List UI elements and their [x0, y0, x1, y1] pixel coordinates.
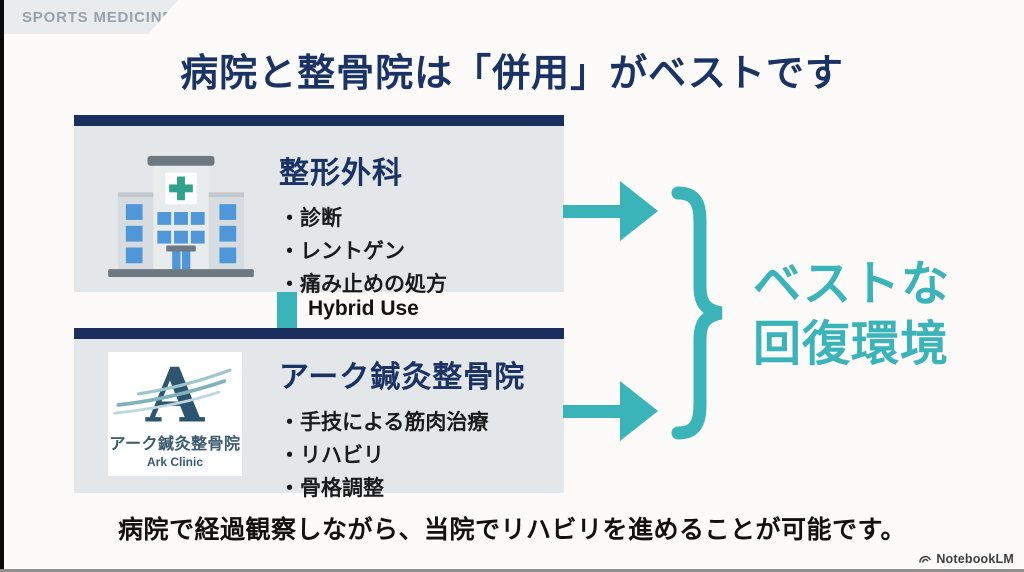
bullet-item: リハビリ: [279, 439, 556, 472]
ark-clinic-card: A アーク鍼灸整骨院 Ark Clinic アーク鍼灸整骨院 手技による筋肉治療…: [74, 328, 564, 500]
orthopedics-bullet-list: 診断 レントゲン 痛み止めの処方: [279, 202, 556, 301]
right-arrow-icon: [563, 381, 658, 441]
ark-logo-letter-icon: A: [113, 352, 232, 434]
ark-clinic-heading: アーク鍼灸整骨院: [279, 361, 526, 394]
hospital-building-icon: [108, 155, 254, 278]
card-top-accent-bar: [74, 115, 564, 126]
notebooklm-watermark: NotebookLM: [918, 550, 1014, 568]
orthopedics-card: 整形外科 診断 レントゲン 痛み止めの処方: [74, 115, 564, 296]
ark-clinic-logo: A アーク鍼灸整骨院 Ark Clinic: [108, 352, 242, 476]
ark-clinic-bullet-list: 手技による筋肉治療 リハビリ 骨格調整: [279, 406, 556, 505]
slide-caption: 病院で経過観察しながら、当院でリハビリを進めることが可能です。: [117, 516, 906, 544]
curly-brace-icon: [671, 186, 723, 440]
ark-logo-name-ja: アーク鍼灸整骨院: [109, 436, 241, 453]
svg-text:A: A: [145, 352, 206, 434]
card-top-accent-bar: [74, 328, 564, 339]
right-arrow-icon: [563, 181, 658, 241]
result-line-1: ベストな: [753, 258, 950, 311]
result-line-2: 回復環境: [753, 318, 950, 371]
bullet-item: レントゲン: [279, 235, 556, 268]
bullet-item: 診断: [279, 202, 556, 235]
slide-title: 病院と整骨院は「併用」がベストです: [180, 53, 844, 95]
letterbox-bottom-bar: [0, 569, 1024, 572]
hybrid-connector-bar: [277, 292, 297, 328]
bullet-item: 手技による筋肉治療: [279, 406, 556, 439]
hybrid-use-label: Hybrid Use: [308, 297, 419, 320]
bullet-item: 骨格調整: [279, 472, 556, 505]
notebooklm-icon: [919, 555, 932, 563]
ark-logo-name-en: Ark Clinic: [146, 455, 203, 469]
orthopedics-heading: 整形外科: [279, 157, 403, 190]
result-text: ベストな 回復環境: [753, 255, 950, 375]
bullet-item: 痛み止めの処方: [279, 268, 556, 301]
slide-category-label: SPORTS MEDICINE: [22, 8, 174, 26]
notebooklm-label: NotebookLM: [936, 552, 1014, 566]
letterbox-left-bar: [0, 0, 4, 572]
slide-category-tag: SPORTS MEDICINE: [4, 0, 178, 34]
